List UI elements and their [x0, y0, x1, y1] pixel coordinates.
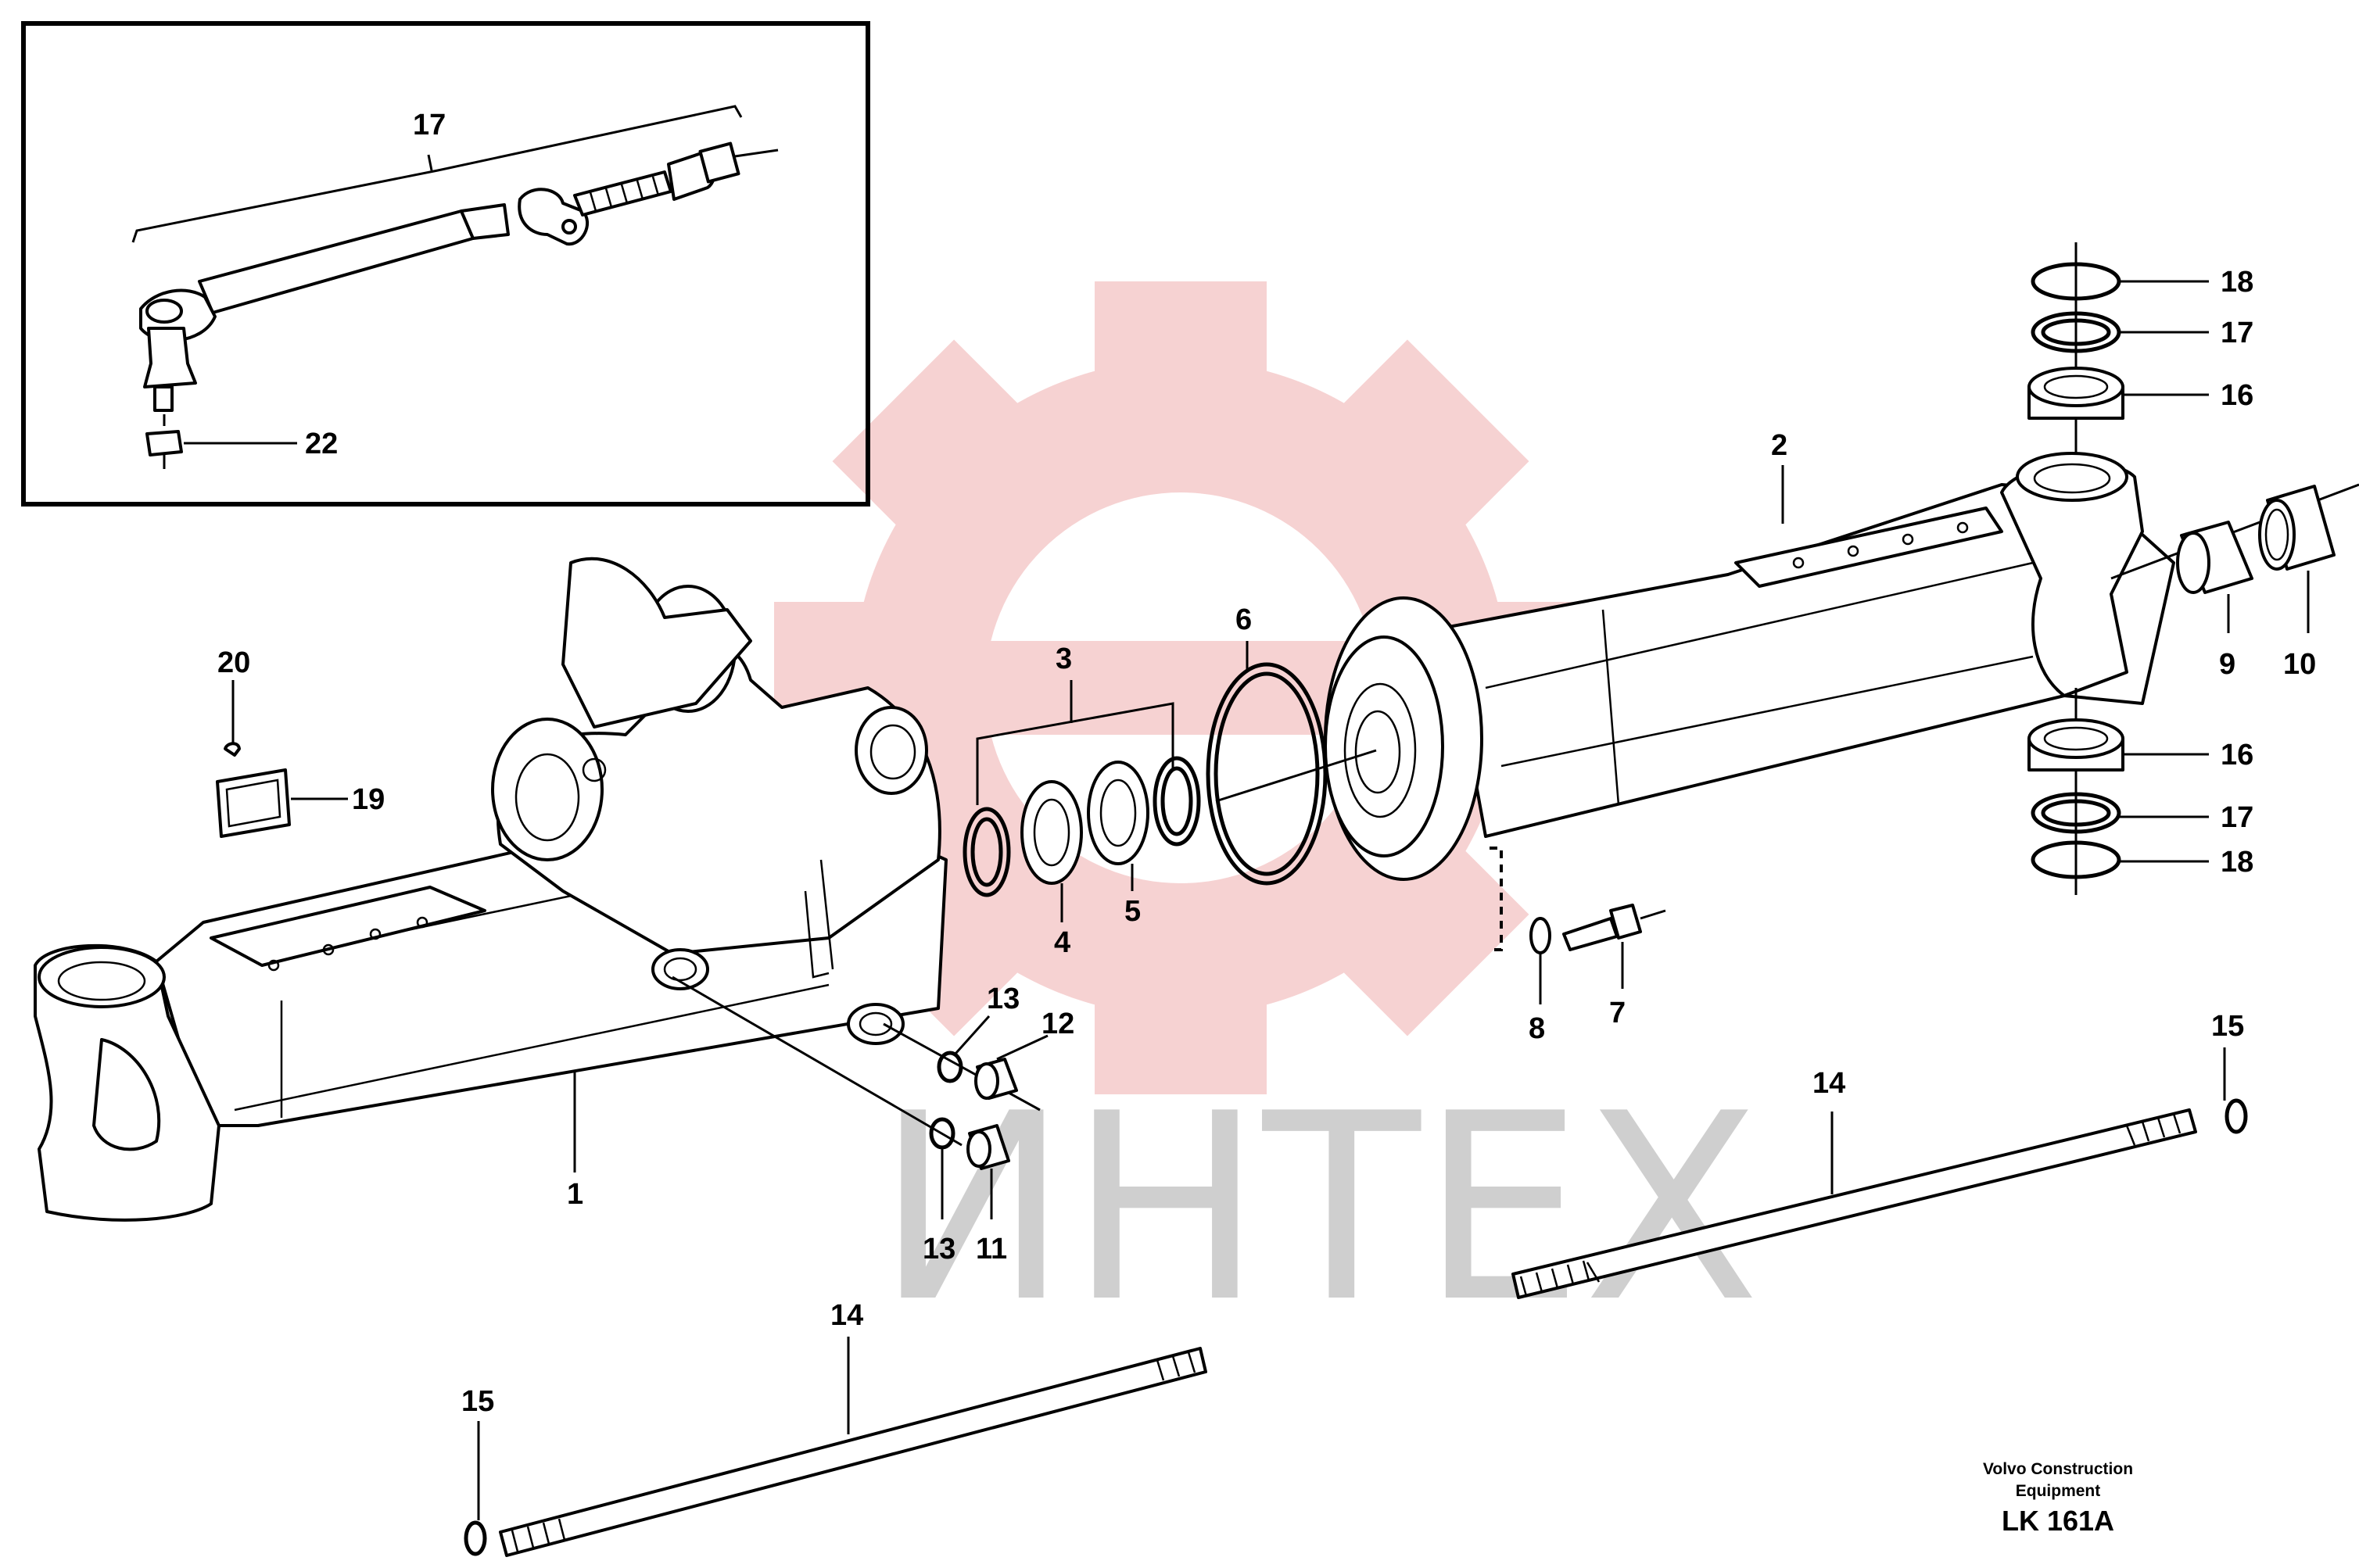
callout-17-bottom: 17 — [2221, 801, 2253, 834]
bushings — [2176, 485, 2336, 633]
tie-rod — [139, 141, 779, 469]
watermark-text: ИНТЕХ — [876, 1058, 1760, 1359]
publisher-line-2: Equipment — [2016, 1482, 2101, 1500]
bolt-and-washer — [1529, 904, 1666, 1004]
kingpin-stack-upper — [2027, 242, 2209, 453]
plugs-and-washers — [929, 1015, 1049, 1219]
callout-17-top: 17 — [2221, 317, 2253, 349]
callout-15-left: 15 — [461, 1385, 494, 1418]
callout-14-right: 14 — [1812, 1067, 1845, 1100]
drawing-code: LK 161A — [2002, 1505, 2114, 1537]
callout-2: 2 — [1771, 429, 1787, 462]
callout-10: 10 — [2283, 648, 2316, 681]
callout-12: 12 — [1041, 1008, 1074, 1040]
callout-4: 4 — [1054, 926, 1070, 959]
callout-11: 11 — [976, 1233, 1007, 1265]
callout-19: 19 — [352, 783, 385, 816]
callout-22: 22 — [305, 428, 338, 460]
publisher-line-1: Volvo Construction — [1983, 1460, 2133, 1478]
callout-5: 5 — [1124, 895, 1141, 928]
callout-1: 1 — [567, 1178, 583, 1211]
inset-box: 17 22 — [21, 21, 870, 507]
callout-6: 6 — [1235, 603, 1252, 636]
callout-13-bottom: 13 — [923, 1233, 955, 1265]
drive-shaft-left — [464, 1337, 1207, 1557]
callout-16-bottom: 16 — [2221, 739, 2253, 771]
callout-18-top: 18 — [2221, 266, 2253, 299]
callout-7: 7 — [1609, 997, 1626, 1029]
bearing-set — [963, 641, 1328, 922]
kingpin-stack-lower — [2027, 688, 2209, 895]
callout-14-left: 14 — [830, 1299, 863, 1332]
drive-shaft-right — [1511, 1047, 2248, 1299]
axle-housing-right — [1215, 452, 2359, 951]
callout-16-top: 16 — [2221, 379, 2253, 412]
callout-18-bottom: 18 — [2221, 846, 2253, 879]
cover-plate — [216, 680, 348, 838]
footer: Volvo Construction Equipment LK 161A — [1983, 1460, 2133, 1537]
inset-brace — [131, 105, 743, 243]
callout-9: 9 — [2219, 648, 2235, 681]
callout-21: 17 — [413, 109, 446, 141]
callout-8: 8 — [1529, 1012, 1545, 1045]
axle-housing-left — [34, 557, 1041, 1222]
callout-13-top: 13 — [987, 983, 1020, 1015]
callout-20: 20 — [217, 646, 250, 679]
callout-3: 3 — [1056, 643, 1072, 675]
callout-15-right: 15 — [2211, 1010, 2244, 1043]
